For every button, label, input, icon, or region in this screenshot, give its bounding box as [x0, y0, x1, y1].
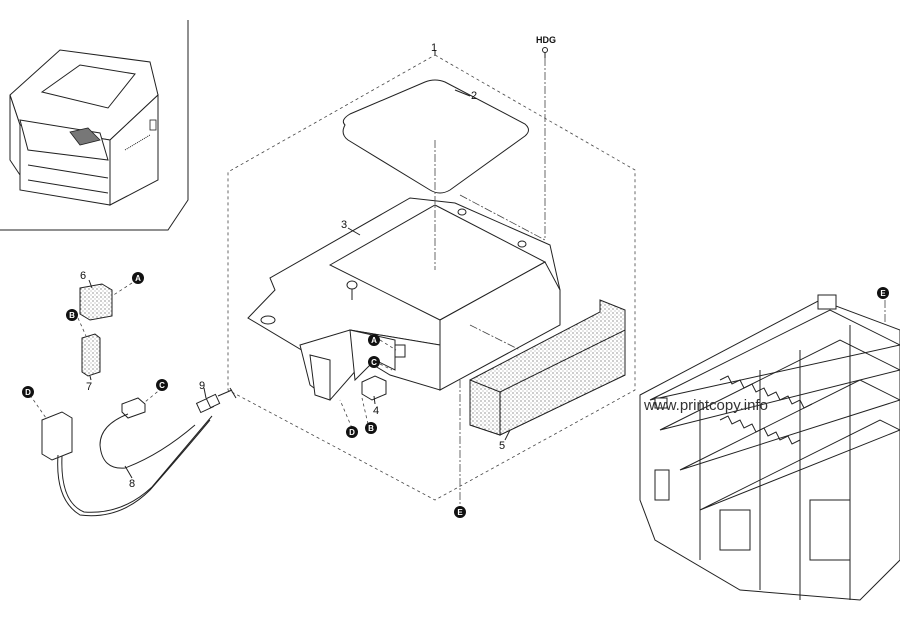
leader-line — [203, 387, 207, 399]
leader-line — [347, 227, 361, 236]
part-5-foam-strip — [469, 299, 626, 436]
svg-text:B: B — [69, 311, 75, 320]
leader-line — [29, 394, 47, 419]
callout-1: 1 — [431, 42, 437, 54]
part-8-harness — [41, 397, 213, 517]
copier-machine-drawing — [9, 49, 159, 206]
svg-text:E: E — [880, 289, 886, 298]
callout-8: 8 — [129, 478, 135, 490]
part-9-connector — [195, 387, 237, 414]
leader-line — [124, 465, 133, 479]
machine-frame-drawing — [639, 294, 900, 601]
marker-b-center: B — [365, 422, 377, 434]
marker-a-center: A — [368, 334, 380, 346]
callout-9: 9 — [199, 380, 205, 392]
leader-line — [469, 324, 521, 351]
copier-overview-inset — [0, 20, 189, 231]
svg-text:D: D — [25, 388, 31, 397]
callout-6: 6 — [80, 270, 86, 282]
marker-e-right: E — [877, 287, 889, 299]
leader-line — [339, 399, 353, 429]
leader-line — [88, 279, 93, 289]
leader-line — [111, 282, 133, 297]
callout-3: 3 — [341, 219, 347, 231]
part-7-foam-strip — [81, 333, 101, 377]
svg-text:C: C — [159, 381, 165, 390]
marker-c-left: C — [156, 379, 168, 391]
svg-text:E: E — [457, 508, 463, 517]
leader-line — [459, 194, 546, 241]
screw-hdg — [542, 47, 548, 58]
part-2-glass-sheet — [342, 79, 529, 194]
callout-hdg: HDG — [536, 35, 556, 45]
leader-line — [454, 89, 471, 97]
callout-7: 7 — [86, 381, 92, 393]
marker-a-left: A — [132, 272, 144, 284]
leader-line — [144, 387, 163, 403]
marker-b-left: B — [66, 309, 78, 321]
callout-4: 4 — [373, 405, 379, 417]
svg-text:B: B — [368, 424, 374, 433]
leader-line — [361, 397, 369, 425]
leader-line — [504, 429, 511, 441]
svg-text:D: D — [349, 428, 355, 437]
watermark: www.printcopy.info — [643, 397, 768, 414]
svg-text:A: A — [135, 274, 141, 283]
leader-line — [373, 395, 376, 405]
callout-2: 2 — [471, 90, 477, 102]
marker-c-center: C — [368, 356, 380, 368]
marker-d-center: D — [346, 426, 358, 438]
marker-e-bottom: E — [454, 506, 466, 518]
part-6-foam-pad — [79, 283, 113, 321]
assembly-1-outline — [227, 54, 636, 501]
svg-text:C: C — [371, 358, 377, 367]
callout-5: 5 — [499, 440, 505, 452]
marker-d-left: D — [22, 386, 34, 398]
svg-text:A: A — [371, 336, 377, 345]
leader-line — [89, 375, 92, 381]
part-4-pad — [361, 375, 387, 401]
part-3-tray-frame — [247, 197, 561, 401]
leader-line — [379, 363, 393, 371]
leader-line — [77, 317, 87, 337]
